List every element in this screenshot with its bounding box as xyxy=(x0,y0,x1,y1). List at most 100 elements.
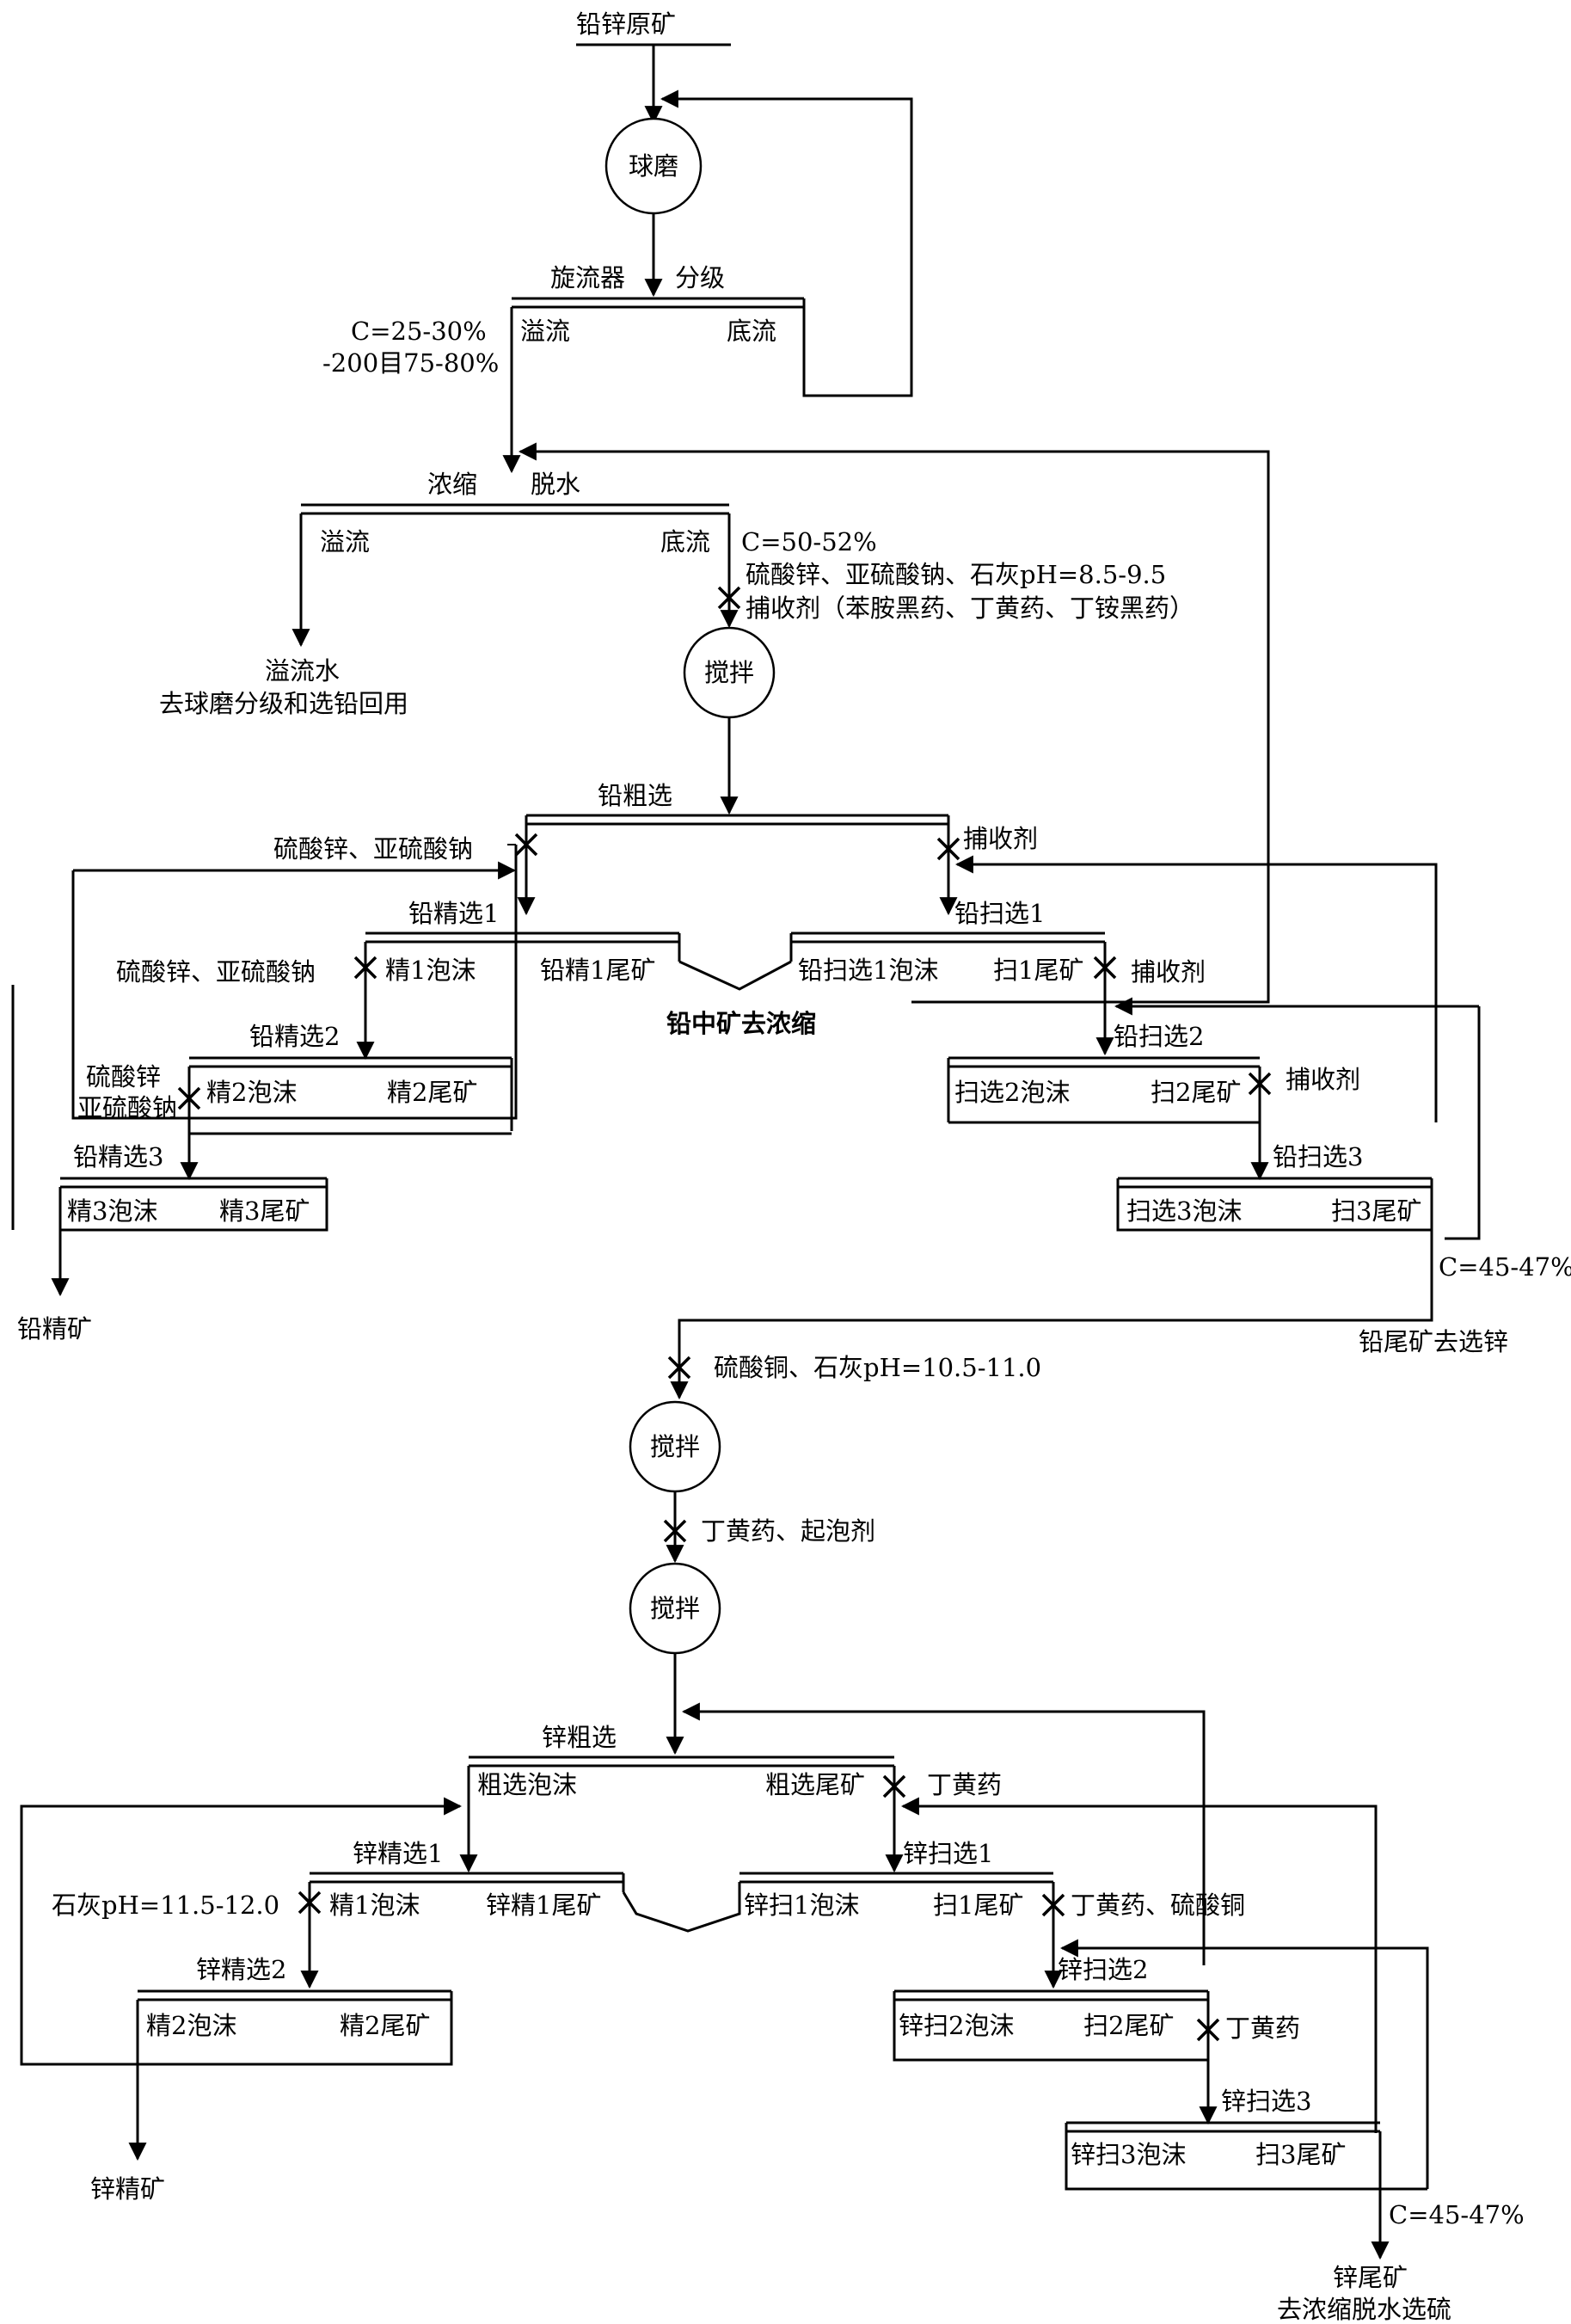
zn-tail-label: 锌尾矿 xyxy=(1333,2263,1408,2292)
zn-clean1-label: 锌精选1 xyxy=(353,1839,443,1868)
pb-scav2-froth: 扫选2泡沫 xyxy=(954,1078,1070,1107)
zn-conc-label: 锌精矿 xyxy=(90,2174,165,2204)
pb-rough-depressant: 硫酸锌、亚硫酸钠 xyxy=(273,834,473,864)
zn-cleaner-2: 锌精选2 精2泡沫 精2尾矿 锌精矿 xyxy=(90,1955,453,2204)
feed-section: 铅锌原矿 xyxy=(576,9,913,397)
pb-scav3-tail: 扫3尾矿 xyxy=(1331,1196,1421,1226)
cond2-c: C=50-52% xyxy=(741,527,877,556)
cyclone-underflow: 底流 xyxy=(727,317,776,346)
cond1-c: C=25-30% xyxy=(351,317,487,346)
zn-rough-label: 锌粗选 xyxy=(542,1723,617,1752)
zn-rough-collector: 丁黄药 xyxy=(927,1770,1002,1799)
cyclone-classifier: 旋流器 分级 溢流 底流 C=25-30% -200目75-80% xyxy=(322,263,806,474)
pb-scav3-froth: 扫选3泡沫 xyxy=(1126,1196,1242,1226)
pb-clean2-reagent-a: 硫酸锌 xyxy=(86,1062,161,1091)
pb-rougher: 铅粗选 硫酸锌、亚硫酸钠 捕收剂 xyxy=(273,781,1038,916)
pb-scav-recycle xyxy=(954,855,1438,1122)
cond1-mesh: -200目75-80% xyxy=(322,348,499,378)
raw-ore-label: 铅锌原矿 xyxy=(576,9,676,39)
pb-scav1-label: 铅扫选1 xyxy=(954,899,1045,928)
pb-clean-recycle xyxy=(71,845,518,1120)
cyclone-overflow: 溢流 xyxy=(520,317,570,346)
pb-scavenger-3: 铅扫选3 扫选3泡沫 扫3尾矿 C=45-47% 铅尾矿去选锌 xyxy=(1116,1142,1571,1356)
zn-cleaner-1: 锌精选1 精1泡沫 锌精1尾矿 石灰pH=11.5-12.0 xyxy=(52,1839,741,1989)
pb-conditioning-tank: 搅拌 xyxy=(683,626,776,815)
pb-clean2-label: 铅精选2 xyxy=(249,1022,340,1051)
pb-clean3-tail: 精3尾矿 xyxy=(219,1196,310,1226)
zn-clean1-reagent: 石灰pH=11.5-12.0 xyxy=(52,1891,279,1920)
zn-scav2-tail: 扫2尾矿 xyxy=(1083,2011,1174,2040)
zn-rough-tail: 粗选尾矿 xyxy=(765,1770,865,1799)
zn-clean2-tail: 精2尾矿 xyxy=(340,2011,430,2040)
zn-scavenger-2: 锌扫选2 锌扫2泡沫 扫2尾矿 丁黄药 xyxy=(893,1955,1300,2125)
pb-clean1-froth: 精1泡沫 xyxy=(385,956,476,985)
overflow-water: 溢流水 xyxy=(265,656,340,686)
zn-scav1-label: 锌扫选1 xyxy=(903,1839,993,1868)
pb-scav2-label: 铅扫选2 xyxy=(1114,1022,1204,1051)
pb-clean1-tail: 铅精1尾矿 xyxy=(540,956,655,985)
pb-cleaner-1: 铅精选1 精1泡沫 铅精1尾矿 硫酸锌、亚硫酸钠 xyxy=(116,899,681,1061)
ball-mill-label: 球磨 xyxy=(629,151,678,181)
pb-scav2-collector: 捕收剂 xyxy=(1286,1065,1360,1094)
pb-middling: 铅中矿去浓缩 xyxy=(666,960,816,1038)
zn-tail-dest: 去浓缩脱水选硫 xyxy=(1277,2295,1451,2324)
cond3-c: C=45-47% xyxy=(1439,1252,1571,1282)
pb-scavenger-2: 铅扫选2 扫选2泡沫 扫2尾矿 捕收剂 xyxy=(947,997,1481,1240)
pb-scav3-label: 铅扫选3 xyxy=(1273,1142,1363,1171)
pb-clean2-reagent-b: 亚硫酸钠 xyxy=(77,1093,177,1122)
zn-clean2-label: 锌精选2 xyxy=(196,1955,286,1984)
overflow-water-dest: 去球磨分级和选铅回用 xyxy=(159,689,408,718)
zn-scav3-tail: 扫3尾矿 xyxy=(1255,2140,1346,2169)
pb-clean3-froth: 精3泡沫 xyxy=(67,1196,157,1226)
pb-rough-label: 铅粗选 xyxy=(598,781,672,810)
pb-tail-to-zn: 铅尾矿去选锌 xyxy=(1359,1327,1508,1356)
zn-scav1-tail: 扫1尾矿 xyxy=(933,1891,1023,1920)
zn-conditioning: 硫酸铜、石灰pH=10.5-11.0 搅拌 丁黄药、起泡剂 搅拌 xyxy=(629,1290,1433,1755)
zn-clean1-tail: 锌精1尾矿 xyxy=(486,1891,601,1920)
zn-rougher: 锌粗选 粗选泡沫 粗选尾矿 丁黄药 xyxy=(459,1702,1206,1965)
pb-clean2-froth: 精2泡沫 xyxy=(206,1078,297,1107)
pb-clean1-label: 铅精选1 xyxy=(408,899,499,928)
pb-scav2-tail: 扫2尾矿 xyxy=(1151,1078,1241,1107)
thicken-overflow: 溢流 xyxy=(320,527,370,556)
pb-clean3-label: 铅精选3 xyxy=(73,1142,163,1171)
pb-scav1-tail: 扫1尾矿 xyxy=(993,956,1083,985)
pb-scav1-collector: 捕收剂 xyxy=(1131,957,1206,987)
stir-label-1: 搅拌 xyxy=(704,658,754,687)
reagent-pb1: 硫酸锌、亚硫酸钠、石灰pH=8.5-9.5 xyxy=(746,560,1166,589)
pb-rough-collector: 捕收剂 xyxy=(963,824,1038,853)
zn-scav2-reagent: 丁黄药 xyxy=(1225,2014,1300,2043)
pb-scav1-froth: 铅扫选1泡沫 xyxy=(798,956,938,985)
dewater-label: 脱水 xyxy=(531,470,580,499)
thickening: 浓缩 脱水 溢流 底流 C=50-52% 硫酸锌、亚硫酸钠、石灰pH=8.5-9… xyxy=(159,442,1270,1004)
classify-label: 分级 xyxy=(675,263,725,292)
stir-label-2: 搅拌 xyxy=(650,1432,700,1461)
zn-scavenger-1: 锌扫选1 锌扫1泡沫 扫1尾矿 丁黄药、硫酸铜 xyxy=(739,1839,1429,2189)
zn-scavenger-3: 锌扫选3 锌扫3泡沫 扫3尾矿 C=45-47% 锌尾矿 去浓缩脱水选硫 xyxy=(1065,2087,1525,2324)
zn-clean-recycle xyxy=(20,1797,463,2066)
zn-scav-recycle xyxy=(900,1797,1378,2133)
zn-scav2-froth: 锌扫2泡沫 xyxy=(899,2011,1014,2040)
pb-middling-label: 铅中矿去浓缩 xyxy=(666,1009,816,1038)
pb-scavenger-1: 铅扫选1 铅扫选1泡沫 扫1尾矿 捕收剂 xyxy=(789,899,1206,1056)
zn-clean2-froth: 精2泡沫 xyxy=(146,2011,236,2040)
thicken-label: 浓缩 xyxy=(427,470,477,499)
cond4-c: C=45-47% xyxy=(1389,2200,1525,2229)
pb-clean2-tail: 精2尾矿 xyxy=(387,1078,477,1107)
pb-clean1-reagent: 硫酸锌、亚硫酸钠 xyxy=(116,957,316,987)
cyclone-label: 旋流器 xyxy=(550,263,625,292)
zn-clean1-froth: 精1泡沫 xyxy=(329,1891,420,1920)
reagent-zn2: 丁黄药、起泡剂 xyxy=(701,1516,875,1546)
zn-rough-froth: 粗选泡沫 xyxy=(477,1770,577,1799)
zn-scav3-froth: 锌扫3泡沫 xyxy=(1071,2140,1186,2169)
zn-scav1-reagent: 丁黄药、硫酸铜 xyxy=(1071,1891,1245,1920)
stir-label-3: 搅拌 xyxy=(650,1594,700,1623)
reagent-pb2: 捕收剂（苯胺黑药、丁黄药、丁铵黑药） xyxy=(746,593,1194,623)
reagent-zn1: 硫酸铜、石灰pH=10.5-11.0 xyxy=(714,1353,1041,1382)
zn-scav2-label: 锌扫选2 xyxy=(1058,1955,1148,1984)
ball-mill: 球磨 xyxy=(604,117,703,298)
pb-cleaner-3: 铅精选3 精3泡沫 精3尾矿 铅精矿 xyxy=(11,985,328,1343)
zn-scav1-froth: 锌扫1泡沫 xyxy=(744,1891,859,1920)
zn-scav3-label: 锌扫选3 xyxy=(1221,2087,1311,2116)
